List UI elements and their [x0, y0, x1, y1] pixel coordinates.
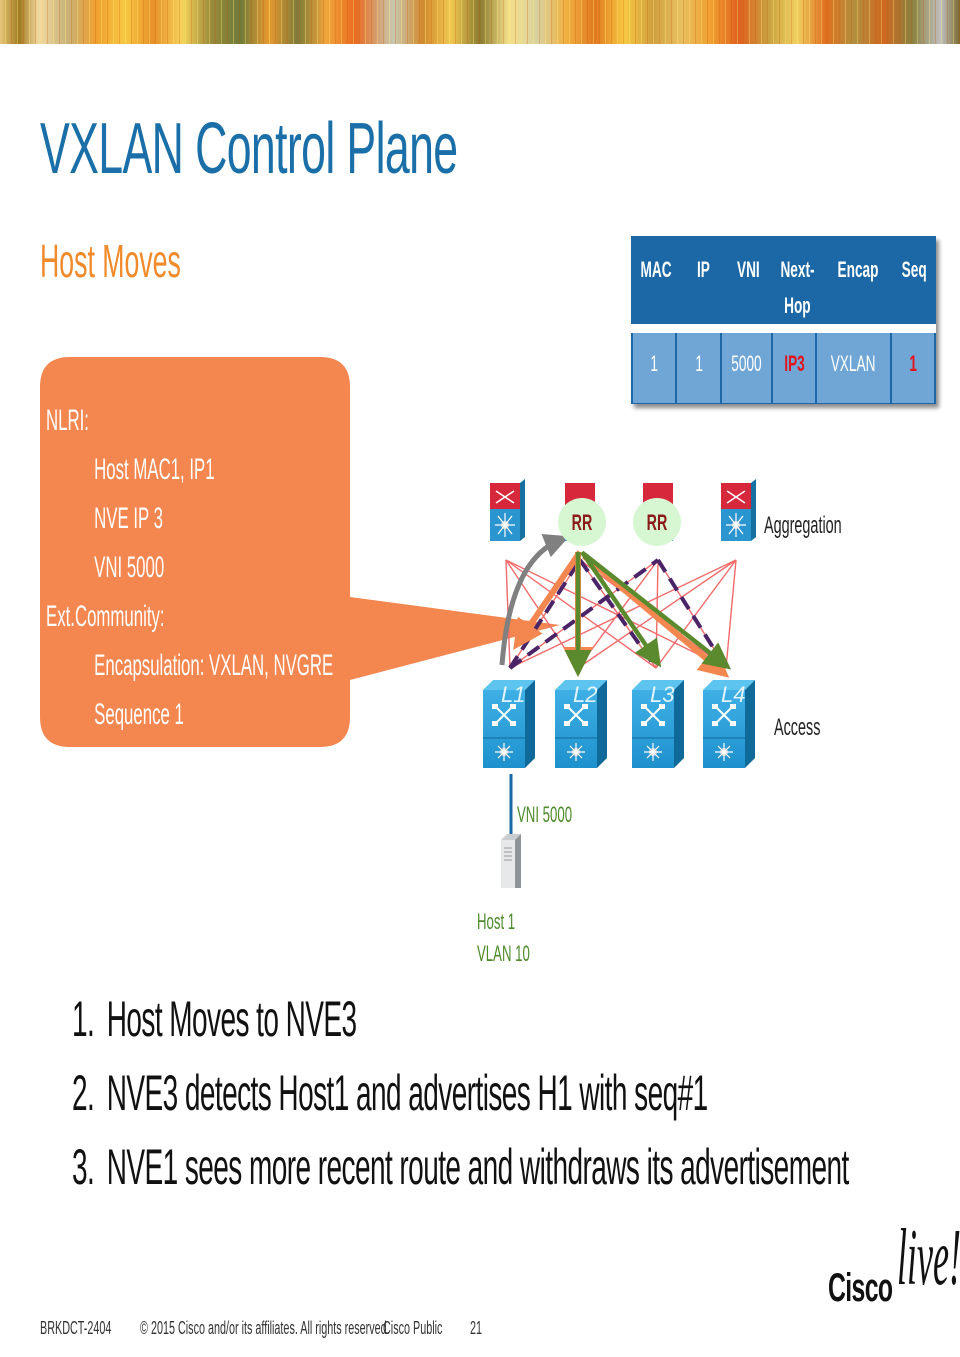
host-vlan: VLAN 10: [477, 941, 530, 966]
leaf-label-3: L3: [650, 682, 675, 707]
route-reflector-2: RR: [633, 498, 681, 546]
table-header-text: VNI: [736, 257, 760, 282]
advertise-green-arrows: [564, 550, 732, 677]
page-title: VXLAN Control Plane: [40, 109, 458, 189]
step-number: 1.: [72, 991, 95, 1047]
step-item: 2.NVE3 detects Host1 and advertises H1 w…: [72, 1064, 849, 1138]
table-header-text: MAC: [640, 257, 672, 282]
table-header-vni: VNI: [726, 236, 771, 324]
step-item: 3.NVE1 sees more recent route and withdr…: [72, 1138, 849, 1212]
leaf-switch-1: L1: [483, 680, 535, 768]
spine-switch-1: [490, 479, 525, 541]
table-cell-text: 1: [908, 351, 917, 376]
callout-line: VNI 5000: [94, 551, 165, 584]
step-text: NVE3 detects Host1 and advertises H1 wit…: [106, 1065, 708, 1121]
table-cell-text: 5000: [731, 351, 762, 376]
host-name: Host 1: [477, 909, 516, 934]
nlri-callout-text: NLRI: Host MAC1, IP1 NVE IP 3 VNI 5000 E…: [46, 396, 559, 739]
leaf-switch-4: L4: [703, 680, 755, 768]
table-cell-text: 1: [650, 351, 659, 376]
table-header-text: IP: [696, 257, 710, 282]
aggregation-label: Aggregation: [764, 512, 842, 539]
table-header-text: Encap: [837, 257, 879, 282]
leaf-switch-3: L3: [632, 680, 684, 768]
callout-line: Host MAC1, IP1: [94, 453, 215, 486]
table-header-seq: Seq: [891, 236, 936, 324]
step-number: 2.: [72, 1065, 95, 1121]
table-cell-vni: 5000: [721, 333, 771, 403]
route-table: MAC IP VNI Next- Hop Encap Seq 1 1 5000 I…: [631, 236, 936, 404]
table-header-encap: Encap: [825, 236, 891, 324]
callout-line: Ext.Community:: [46, 600, 165, 633]
rr-label-1: RR: [572, 510, 593, 535]
callout-line: NVE IP 3: [94, 502, 163, 535]
vni-label: VNI 5000: [517, 802, 573, 827]
table-cell-encap: VXLAN: [817, 333, 890, 403]
footer-copyright: © 2015 Cisco and/or its affiliates. All …: [140, 1318, 390, 1338]
step-text: Host Moves to NVE3: [106, 991, 357, 1047]
step-text: NVE1 sees more recent route and withdraw…: [106, 1139, 850, 1195]
table-header-next-hop: Next- Hop: [770, 236, 825, 324]
leaf-label-1: L1: [501, 682, 525, 707]
cisco-live-logo: Cisco live!: [826, 1216, 960, 1316]
logo-event: live!: [897, 1214, 960, 1302]
access-label: Access: [774, 714, 821, 741]
footer-page-number: 21: [470, 1318, 483, 1338]
footer-session: BRKDCT-2404: [40, 1318, 112, 1338]
leaf-switch-2: L2: [555, 680, 607, 768]
table-cell-seq: 1: [891, 333, 934, 403]
table-cell-text: VXLAN: [831, 351, 876, 376]
table-header-text: Seq: [901, 257, 927, 282]
table-header-row: MAC IP VNI Next- Hop Encap Seq: [631, 236, 936, 324]
logo-brand: Cisco: [828, 1266, 893, 1310]
host-server-icon: [501, 834, 521, 888]
rr-label-2: RR: [647, 510, 668, 535]
footer-classification: Cisco Public: [383, 1318, 443, 1338]
callout-line: NLRI:: [46, 404, 89, 437]
route-reflector-1: RR: [558, 498, 606, 546]
table-header-ip: IP: [681, 236, 726, 324]
table-header-mac: MAC: [631, 236, 681, 324]
leaf-label-2: L2: [573, 682, 597, 707]
table-cell-text: 1: [694, 351, 703, 376]
steps-list: 1.Host Moves to NVE3 2.NVE3 detects Host…: [72, 990, 960, 1212]
spine-switch-4: [721, 479, 756, 541]
table-separator: [631, 324, 936, 333]
callout-line: Sequence 1: [94, 698, 184, 731]
callout-bubble: [40, 357, 560, 747]
header-banner-image: [0, 0, 960, 44]
step-number: 3.: [72, 1139, 95, 1195]
table-row: 1 1 5000 IP3 VXLAN 1: [633, 333, 934, 403]
table-cell-ip: 1: [677, 333, 720, 403]
table-cell-mac: 1: [633, 333, 676, 403]
page-subtitle: Host Moves: [40, 235, 181, 287]
table-cell-text: IP3: [783, 351, 805, 376]
table-header-text: Next-: [780, 257, 815, 282]
host-label: Host 1 VLAN 10: [477, 906, 530, 970]
leaf-label-4: L4: [721, 682, 745, 707]
access-switches: L1 L2 L3: [483, 680, 755, 768]
table-cell-next-hop: IP3: [772, 333, 816, 403]
callout-line: Encapsulation: VXLAN, NVGRE: [94, 649, 334, 682]
host-move-arrow: [499, 533, 570, 666]
step-item: 1.Host Moves to NVE3: [72, 990, 849, 1064]
table-header-text: Hop: [784, 293, 812, 318]
